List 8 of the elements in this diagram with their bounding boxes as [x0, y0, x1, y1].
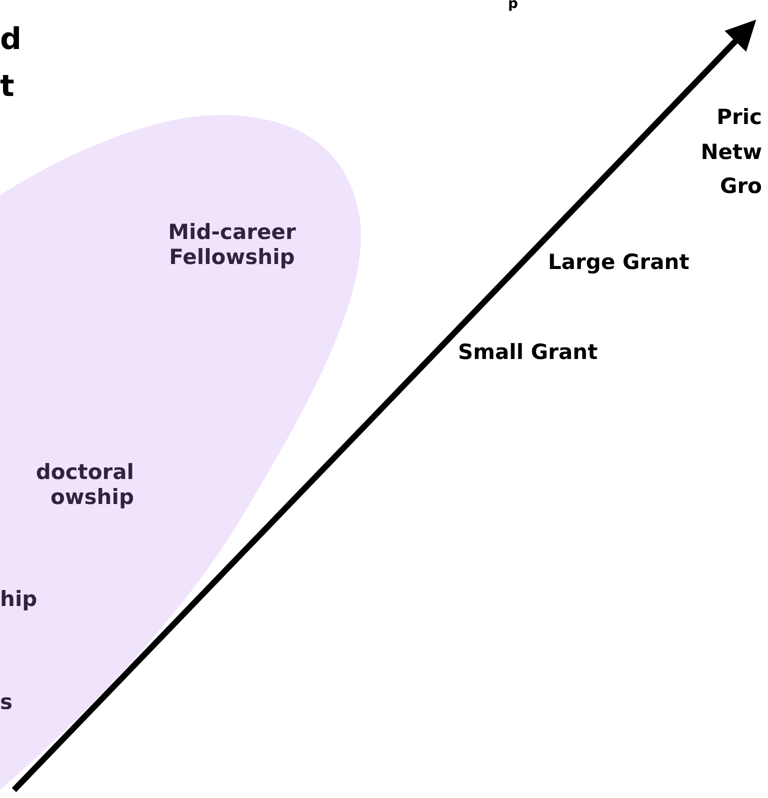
stage-label: p	[508, 0, 520, 13]
stage-label: Mid-career Fellowship	[167, 220, 297, 270]
stage-label: s	[0, 690, 14, 716]
stage-label: doctoral owship	[34, 460, 134, 510]
stage-label: hip	[0, 587, 38, 612]
stage-label: Large Grant	[548, 250, 690, 276]
stage-label: Pric Netw Gro	[700, 104, 762, 200]
stage-label: Small Grant	[458, 340, 599, 366]
